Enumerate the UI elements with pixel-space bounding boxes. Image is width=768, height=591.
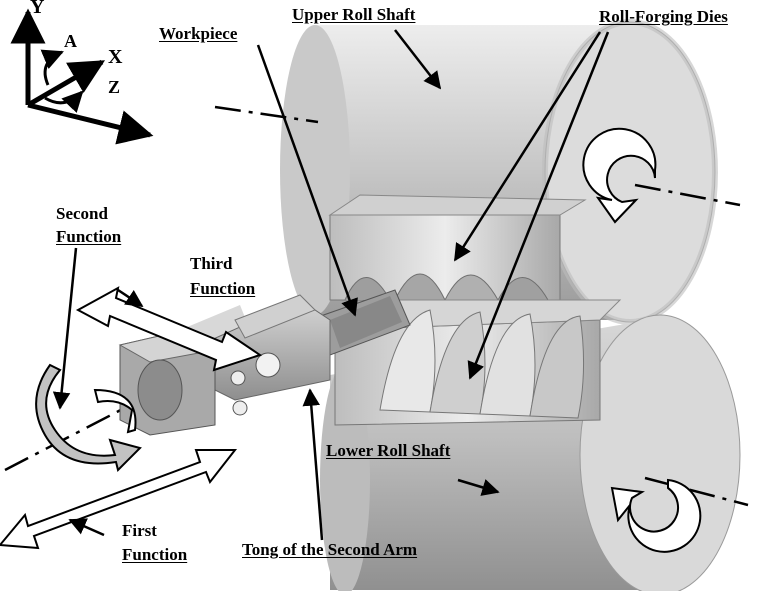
first-function-double-arrow <box>0 449 238 550</box>
tong-label: Tong of the Second Arm <box>242 540 418 559</box>
roll-axis-lines <box>4 105 749 507</box>
axis-y-label: Y <box>30 0 45 18</box>
axis-z-label: Z <box>108 77 121 97</box>
lower-roll-shaft-label: Lower Roll Shaft <box>326 441 451 460</box>
second-function-label-line2: Function <box>56 227 122 246</box>
coordinate-axes-icon <box>10 8 154 145</box>
upper-roll-shaft-label: Upper Roll Shaft <box>292 5 416 24</box>
third-function-label-line1: Third <box>190 254 233 273</box>
axis-a-label: A <box>64 31 77 51</box>
second-function-label-line1: Second <box>56 204 108 223</box>
first-function-label-line1: First <box>122 521 157 540</box>
leader-lines <box>52 29 610 541</box>
third-function-double-arrow <box>75 286 263 372</box>
roll-forging-dies-label: Roll-Forging Dies <box>599 7 728 26</box>
tong-of-second-arm <box>199 294 331 416</box>
axis-x-label: X <box>108 46 123 68</box>
workpiece-label: Workpiece <box>159 24 238 43</box>
third-function-label-line2: Function <box>190 279 256 298</box>
second-function-rotation-arrow <box>35 363 142 472</box>
first-function-label-line2: Function <box>122 545 188 564</box>
upper-rotation-arrow <box>582 127 657 224</box>
lower-rotation-arrow <box>610 478 702 553</box>
upper-roll-forging-die <box>328 194 587 301</box>
